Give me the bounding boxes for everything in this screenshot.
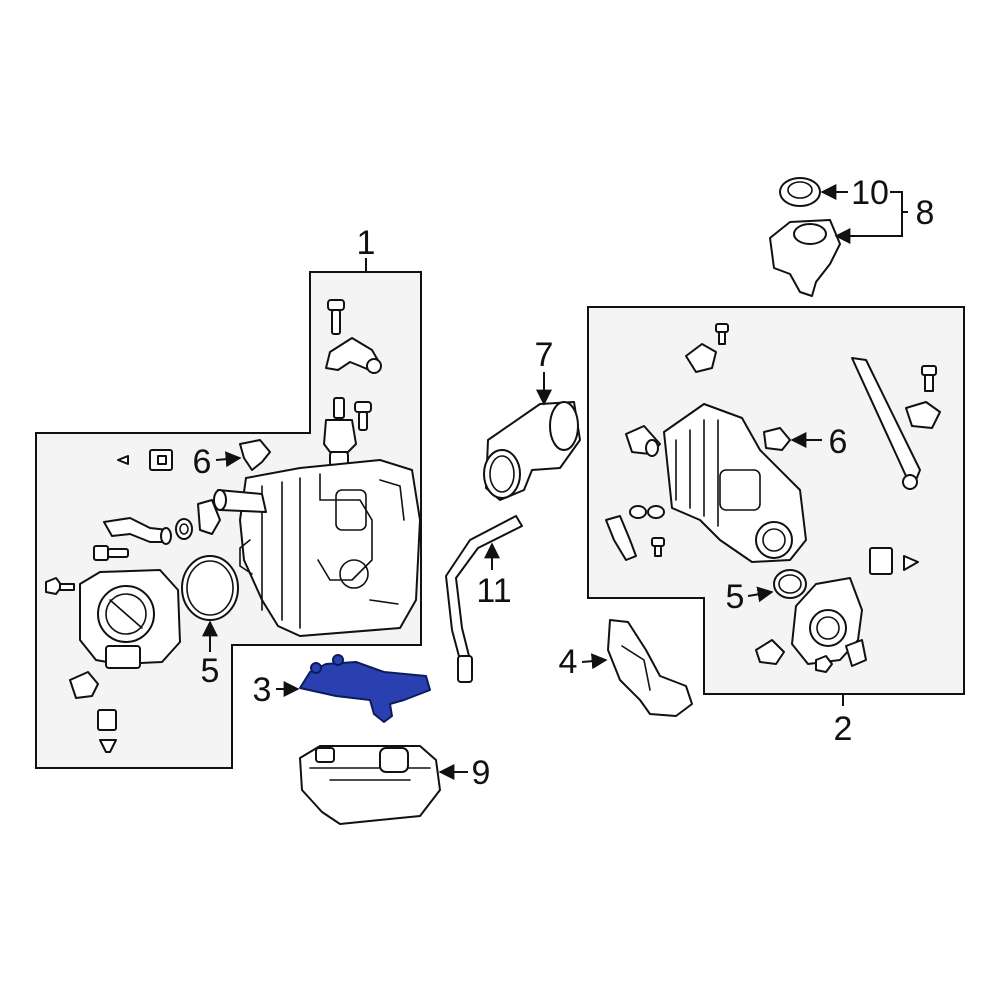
leader-lines <box>202 184 908 780</box>
bushing-part <box>905 401 941 429</box>
callout-labels: 1 2 3 4 5 5 6 6 7 8 9 10 11 <box>193 174 935 792</box>
clip-part <box>845 639 867 667</box>
gasket-part <box>197 499 221 535</box>
throttle-body <box>79 569 181 669</box>
callout-10: 10 <box>851 174 889 212</box>
leader-5b <box>747 586 774 603</box>
pipe-connector <box>625 425 661 457</box>
hose-part <box>605 515 637 561</box>
throttle-body <box>791 577 863 665</box>
bracket-stud <box>310 662 322 674</box>
callout-5b: 5 <box>726 578 745 616</box>
callout-4: 4 <box>559 643 578 681</box>
bolt-part <box>45 577 75 595</box>
intake-manifold-assembly <box>239 459 421 637</box>
callout-6b: 6 <box>829 423 848 461</box>
o-ring <box>773 569 807 599</box>
callout-1: 1 <box>357 224 376 262</box>
sensor-plug <box>117 449 173 471</box>
bolt-part <box>921 365 937 392</box>
o-ring <box>175 518 193 540</box>
gasket-ring <box>181 555 239 621</box>
leader-6 <box>215 451 242 468</box>
sensor-valve <box>685 343 717 373</box>
callout-6: 6 <box>193 443 212 481</box>
connector-part <box>97 709 117 753</box>
vacuum-hose <box>445 515 523 683</box>
clip-part <box>69 671 99 699</box>
bolt-part <box>651 537 665 557</box>
bolt-part <box>815 655 833 673</box>
temp-sensor <box>763 427 791 451</box>
expansion-tank <box>769 219 841 297</box>
bracket-part-3 <box>299 654 431 723</box>
charge-air-cooler <box>663 403 807 563</box>
coolant-pipe <box>103 517 172 545</box>
clip-part <box>755 639 785 665</box>
connector-part <box>869 547 919 575</box>
pressure-sensor <box>239 439 271 471</box>
callout-8: 8 <box>916 194 935 232</box>
intake-duct <box>483 401 581 501</box>
mounting-bracket <box>607 619 693 717</box>
callout-3: 3 <box>253 671 272 709</box>
callout-2: 2 <box>834 710 853 748</box>
bolt-part <box>327 299 345 335</box>
bolt-part <box>354 401 372 431</box>
clip-part <box>629 505 665 519</box>
stud-bolt <box>93 545 129 561</box>
leader-8-bracket <box>890 191 908 237</box>
coolant-reservoir <box>299 745 441 825</box>
coolant-rod <box>851 357 921 490</box>
cap-part <box>779 177 821 207</box>
callout-11: 11 <box>476 572 511 610</box>
bracket-stud <box>332 654 344 666</box>
callout-9: 9 <box>472 754 491 792</box>
callout-7: 7 <box>535 336 554 374</box>
thermostat-valve <box>323 397 357 467</box>
callout-5: 5 <box>201 652 220 690</box>
sensor-bolt <box>715 323 729 345</box>
water-outlet-fitting <box>325 337 382 374</box>
leader-4 <box>581 653 608 670</box>
hose-fitting <box>213 489 267 513</box>
